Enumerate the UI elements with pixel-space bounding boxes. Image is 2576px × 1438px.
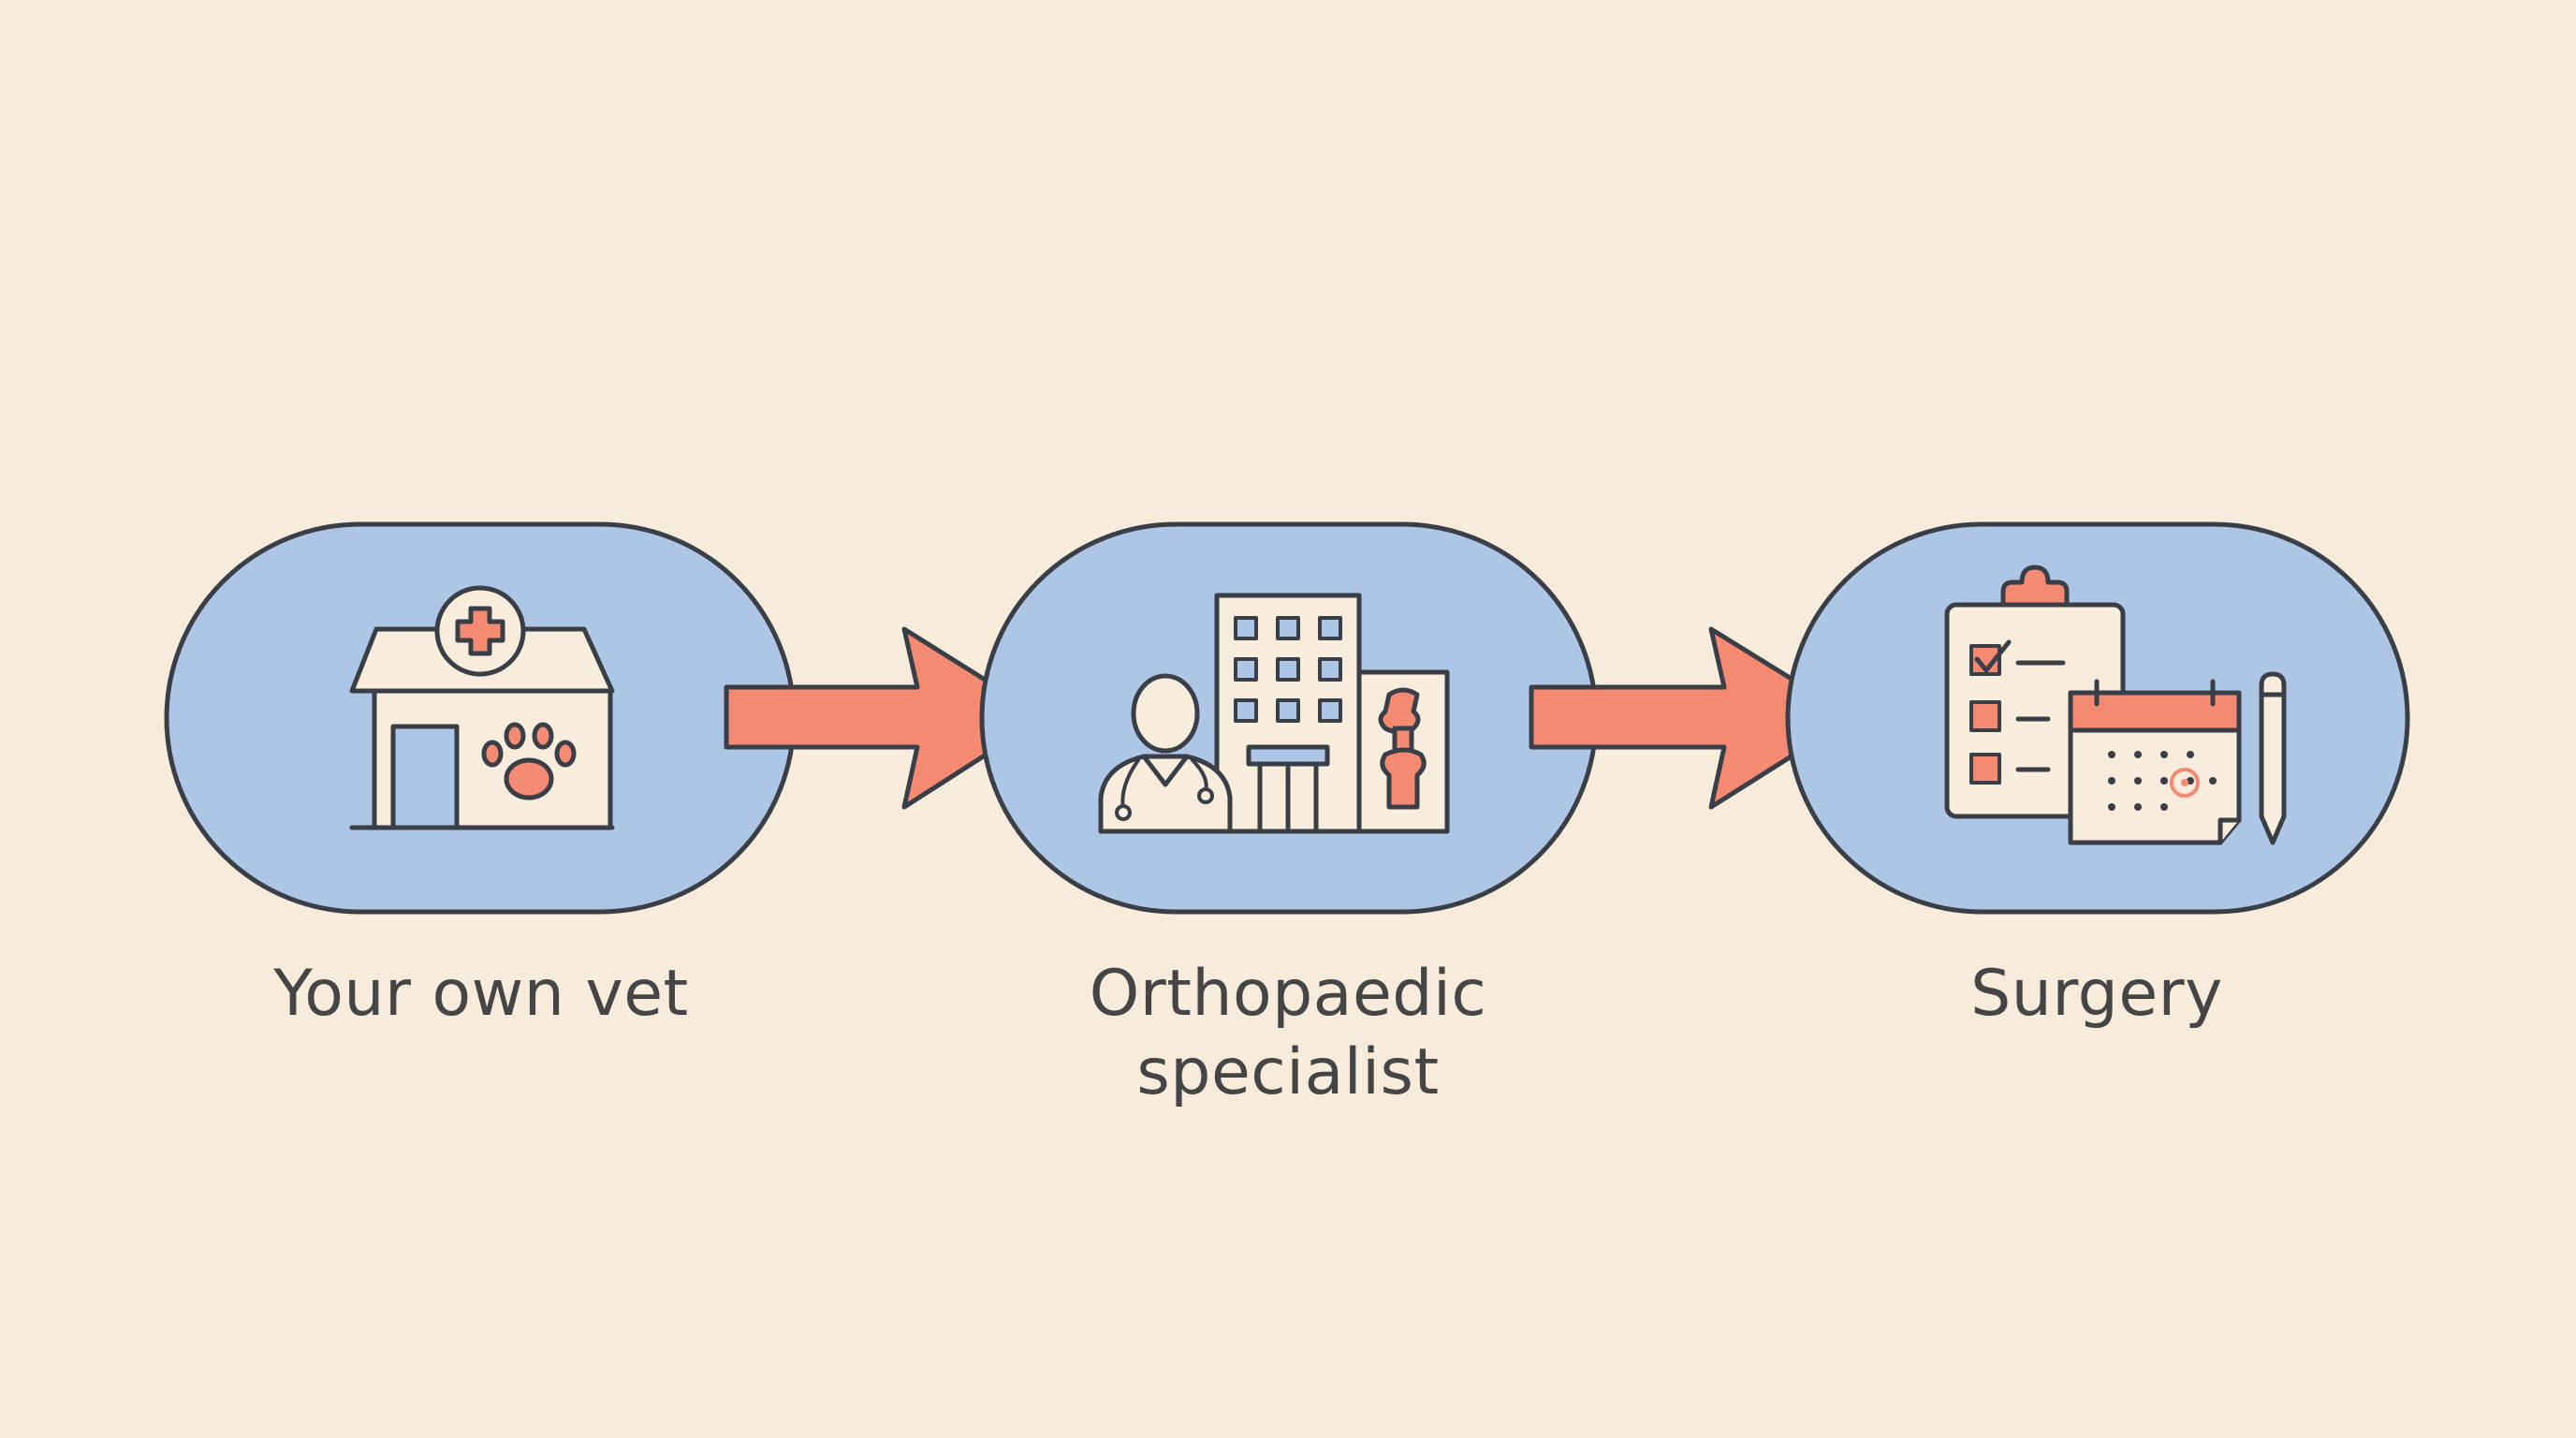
- step-label-surgery: Surgery: [1741, 955, 2452, 1034]
- arrow-right-icon: [724, 626, 1047, 810]
- specialist-hospital-icon: [1098, 593, 1450, 834]
- step-label-vet-text: Your own vet: [273, 957, 689, 1031]
- step-label-specialist-line-1: Orthopaedic: [1089, 957, 1487, 1031]
- step-label-surgery-text: Surgery: [1970, 957, 2223, 1031]
- step-label-vet: Your own vet: [125, 955, 837, 1034]
- arrow-right-icon: [1529, 626, 1856, 810]
- vet-clinic-icon: [349, 585, 615, 830]
- step-label-specialist-line-2: specialist: [1136, 1035, 1440, 1109]
- step-label-specialist: Orthopaedic specialist: [932, 955, 1644, 1112]
- surgery-plan-icon: [1944, 565, 2287, 845]
